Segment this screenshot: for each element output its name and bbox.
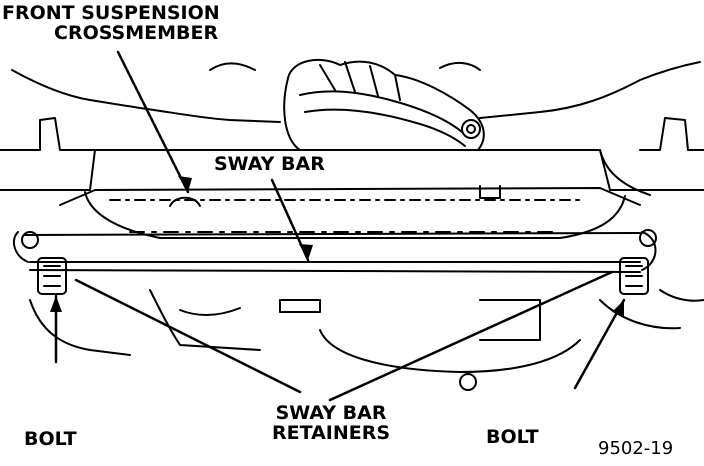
center-component [283,58,485,151]
left-retainer [21,231,67,295]
arrowhead [50,296,62,312]
arrowhead [612,300,624,316]
right-retainer [619,229,657,295]
arrowhead [178,176,192,192]
right-bolt-label: BOLT [486,426,539,448]
crossmember [59,185,641,239]
left-bolt-label: BOLT [24,428,77,450]
crossmember-label-line1: FRONT SUSPENSION [2,2,220,24]
leader-lines [54,50,626,402]
retainers-label-line1: SWAY BAR [275,402,387,424]
crossmember-label-line2: CROSSMEMBER [54,21,219,44]
front-suspension-crossmember-label: FRONT SUSPENSION CROSSMEMBER [2,2,220,44]
retainers-label-line2: RETAINERS [272,421,391,444]
arrowhead [299,244,313,260]
figure-number: 9502-19 [598,438,674,459]
sway-bar-retainers-label: SWAY BAR RETAINERS [272,402,391,444]
sway-bar-label: SWAY BAR [214,153,325,175]
sway-bar [12,231,657,273]
